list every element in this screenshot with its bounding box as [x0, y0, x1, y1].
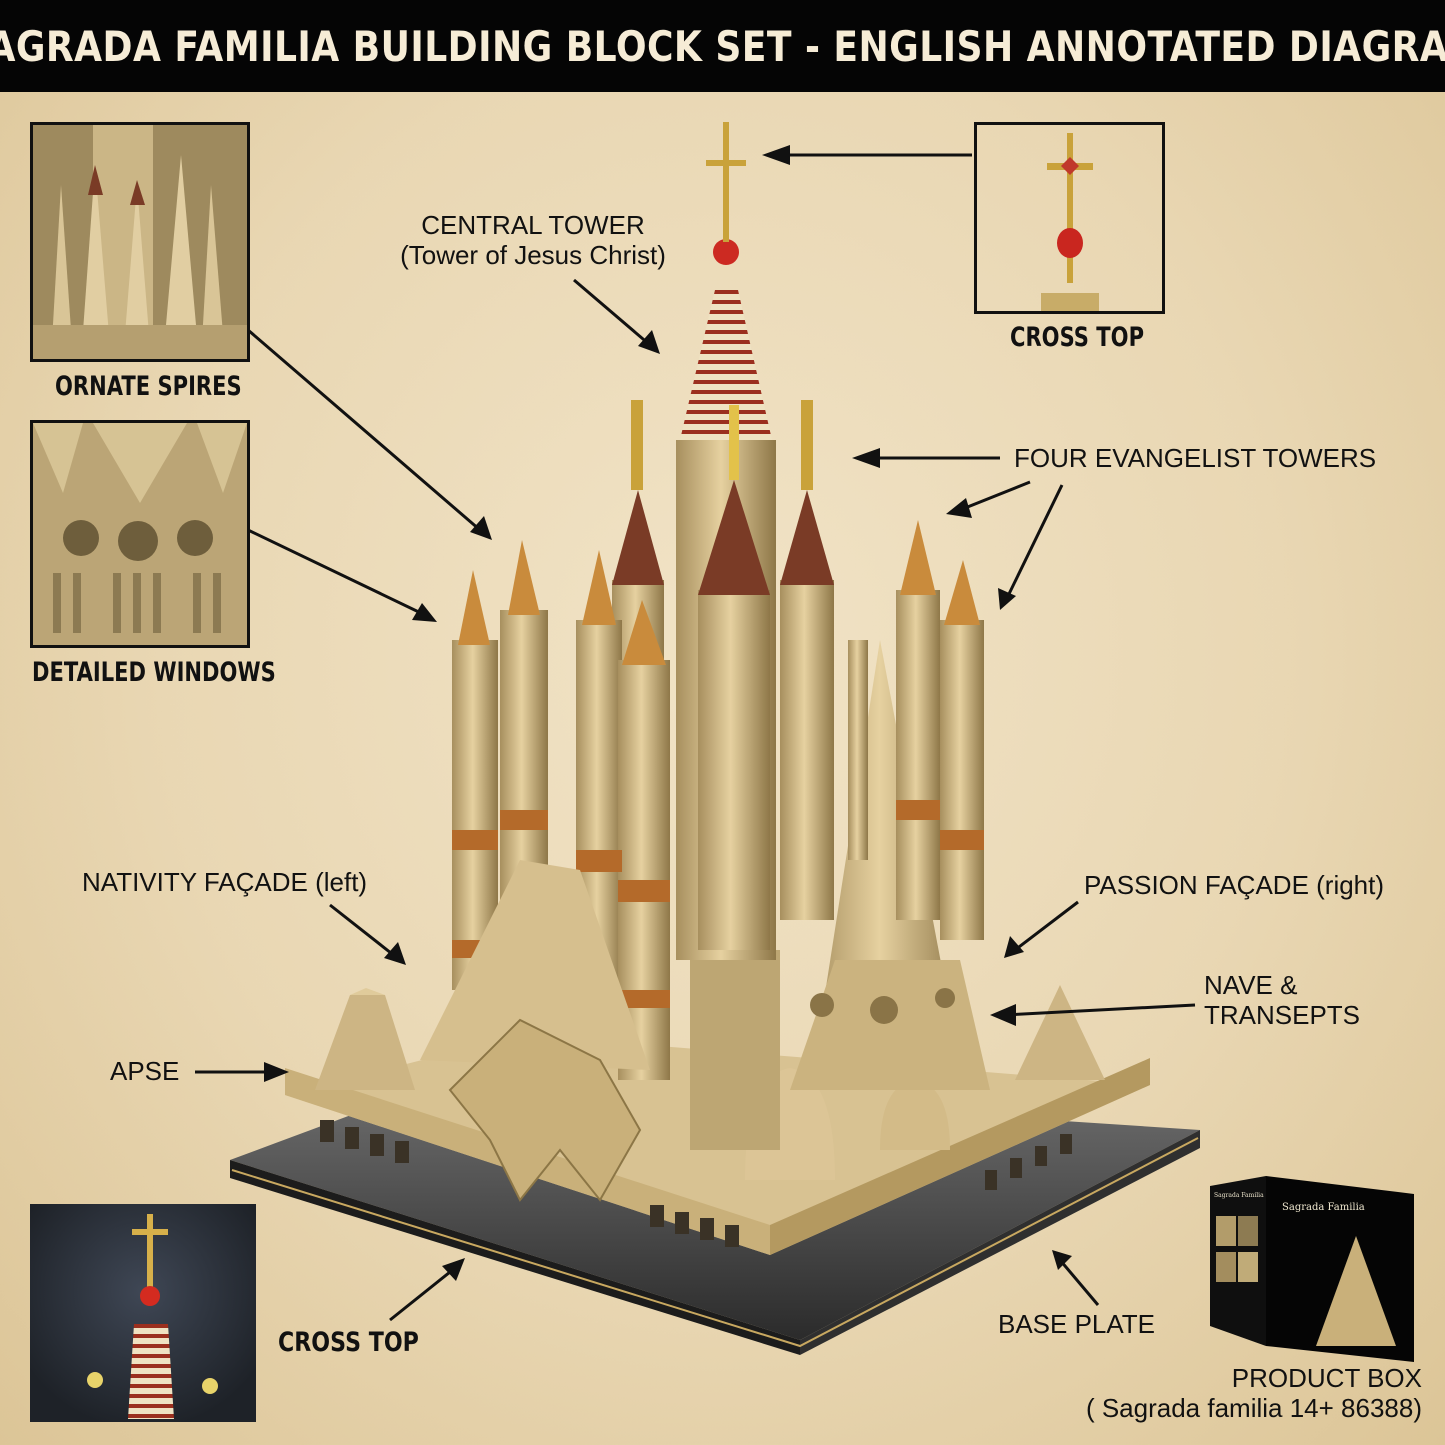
cross-top-lit-image: [87, 1214, 218, 1419]
central-tower-subtitle: (Tower of Jesus Christ): [400, 240, 666, 270]
detailed-windows-inset: [30, 420, 250, 648]
nativity-facade-label: NATIVITY FAÇADE (left): [82, 867, 368, 897]
apse-label: APSE: [110, 1056, 180, 1086]
product-box-label: PRODUCT BOX ( Sagrada familia 14+ 86388): [1062, 1363, 1422, 1423]
cross-top-detail-image: [1041, 133, 1099, 311]
title-bar: SAGRADA FAMILIA BUILDING BLOCK SET - ENG…: [0, 0, 1445, 92]
ornate-spires-inset: [30, 122, 250, 362]
cross-top-lit-inset: [30, 1204, 256, 1422]
product-box-side-title: Sagrada Familia: [1214, 1192, 1264, 1199]
central-tower-label: CENTRAL TOWER (Tower of Jesus Christ): [375, 210, 691, 270]
annotation-arrows: [195, 153, 1196, 1322]
cross-top-caption-upper: CROSS TOP: [1010, 322, 1145, 353]
four-evangelist-towers-label: FOUR EVANGELIST TOWERS: [1014, 443, 1377, 473]
passion-facade-label: PASSION FAÇADE (right): [1084, 870, 1385, 900]
passion-spires: [848, 520, 984, 940]
transepts-line: TRANSEPTS: [1204, 1000, 1361, 1030]
cross-top-inset: [974, 122, 1165, 314]
nave-line: NAVE &: [1204, 970, 1298, 1000]
detailed-windows-caption: DETAILED WINDOWS: [32, 657, 276, 688]
central-tower-title: CENTRAL TOWER: [421, 210, 645, 240]
spires-detail-image: [33, 125, 247, 359]
cross-top-caption-lower: CROSS TOP: [278, 1327, 419, 1358]
windows-detail-image: [33, 423, 247, 645]
nave-transepts-label: NAVE & TRANSEPTS: [1204, 970, 1360, 1030]
product-box-subtitle: ( Sagrada familia 14+ 86388): [1085, 1393, 1422, 1423]
product-box-image: Sagrada Familia Sagrada Familia: [1206, 1176, 1418, 1362]
product-box-front-title: Sagrada Familia: [1282, 1202, 1365, 1213]
ornate-spires-caption: ORNATE SPIRES: [55, 371, 242, 402]
product-box-title: PRODUCT BOX: [1231, 1363, 1422, 1393]
base-plate-label: BASE PLATE: [998, 1309, 1156, 1339]
page-title: SAGRADA FAMILIA BUILDING BLOCK SET - ENG…: [0, 21, 1445, 71]
